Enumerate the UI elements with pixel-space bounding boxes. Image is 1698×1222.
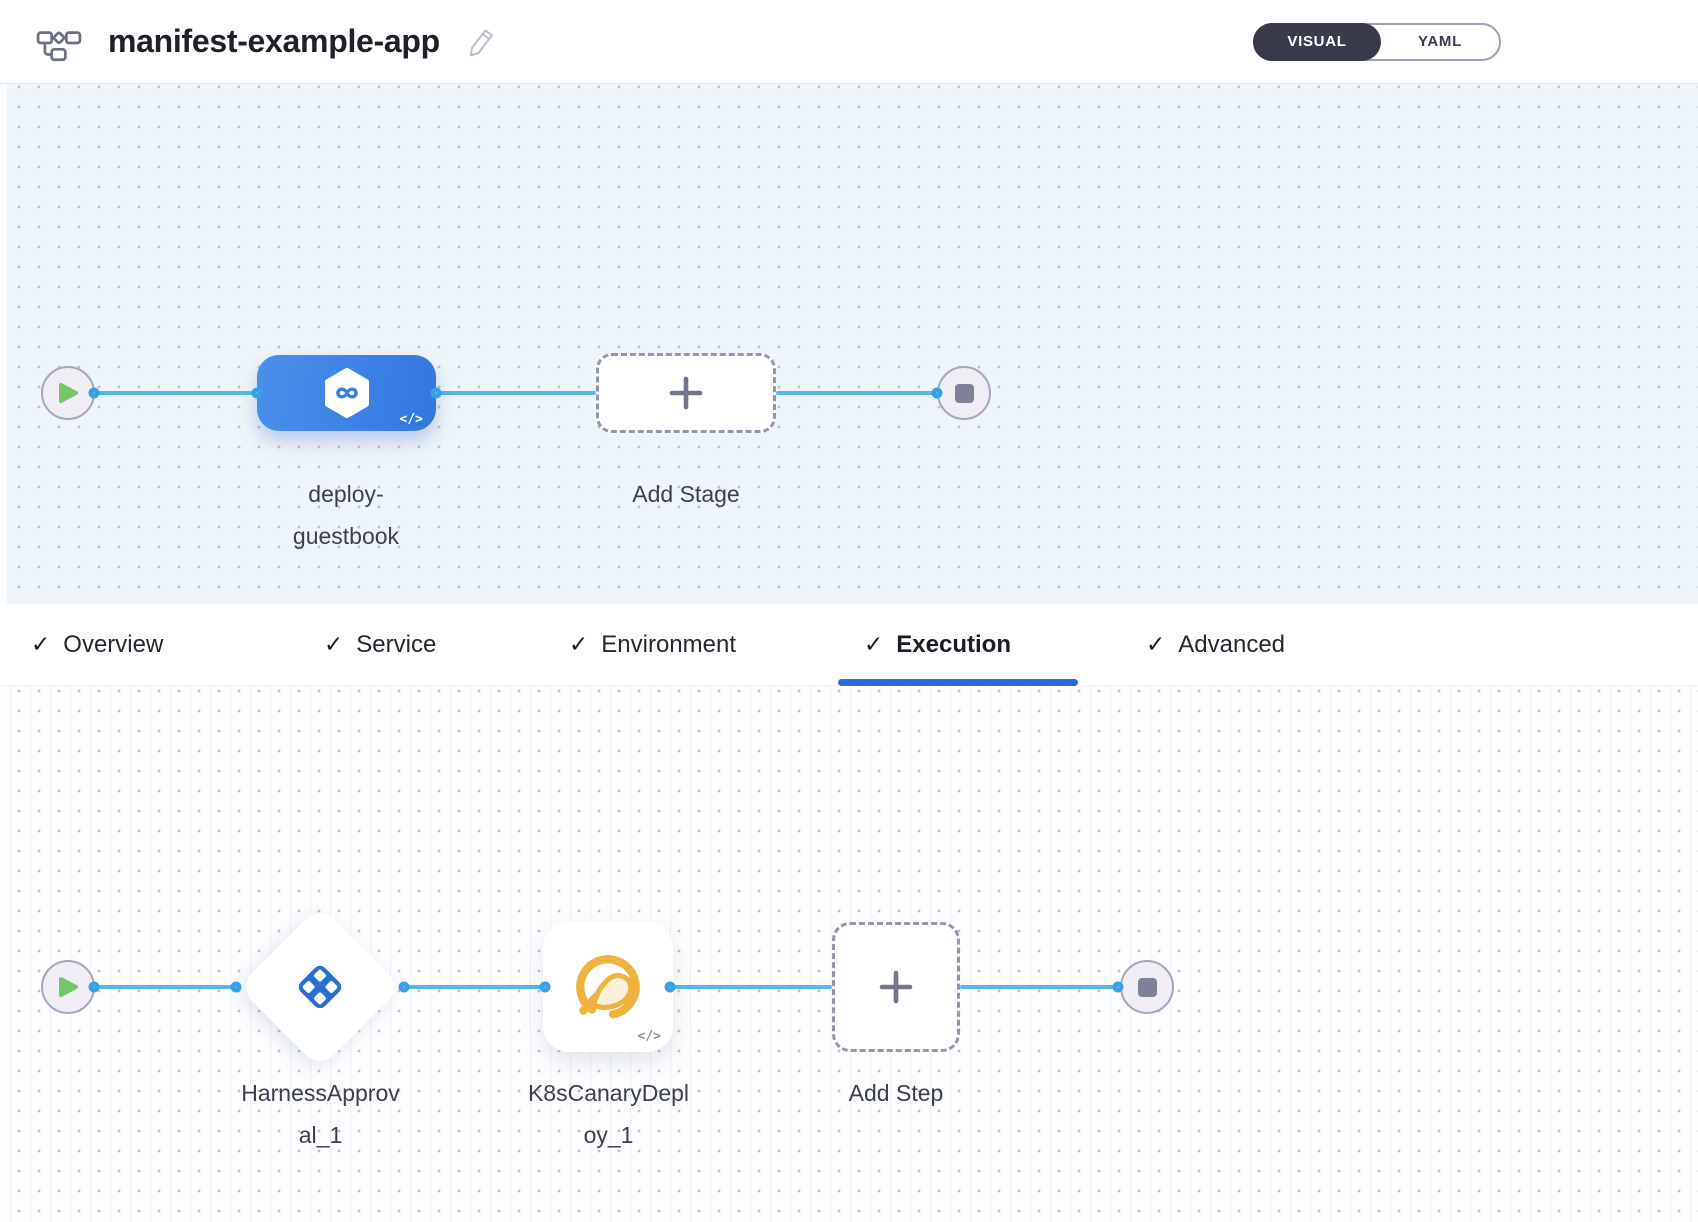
plus-icon (879, 970, 913, 1004)
add-step-button[interactable] (832, 922, 960, 1052)
execution-end-node (1120, 960, 1174, 1014)
check-icon: ✓ (569, 631, 589, 657)
pencil-icon (469, 29, 493, 56)
check-icon: ✓ (864, 631, 884, 657)
tab-service[interactable]: ✓ Service (298, 604, 462, 685)
tab-execution[interactable]: ✓ Execution (838, 604, 1078, 686)
tab-overview[interactable]: ✓ Overview (5, 604, 189, 685)
add-stage-button[interactable] (596, 353, 776, 433)
top-bar: manifest-example-app VISUAL YAML (0, 0, 1698, 84)
stage-config-tabbar: ✓ Overview ✓ Service ✓ Environment ✓ Exe… (0, 604, 1698, 686)
connector-line (960, 985, 1118, 989)
connector-line (776, 391, 937, 395)
step-name-label: HarnessApproval_1 (241, 1080, 400, 1148)
connector-point (664, 981, 676, 993)
tab-advanced[interactable]: ✓ Advanced (1120, 604, 1311, 685)
check-icon: ✓ (324, 631, 344, 657)
step-node-k8s-canary-deploy[interactable]: </> (543, 922, 673, 1052)
add-step-label: Add Step (848, 1080, 944, 1106)
connector-line (436, 391, 596, 395)
check-icon: ✓ (1146, 631, 1166, 657)
connector-point (539, 981, 551, 993)
step-node-harness-approval[interactable] (237, 904, 403, 1070)
tab-label: Advanced (1178, 630, 1286, 658)
yaml-toggle-button[interactable]: YAML (1418, 33, 1462, 50)
harness-approval-icon (298, 965, 342, 1009)
edit-pipeline-name-button[interactable] (464, 25, 498, 59)
page-title: manifest-example-app (108, 23, 440, 59)
stage-graph-canvas: </> deploy-guestbook Add Stage (0, 84, 1698, 604)
visual-toggle-button[interactable]: VISUAL (1253, 22, 1381, 61)
stop-icon (1137, 977, 1157, 997)
tab-label: Execution (896, 630, 1011, 658)
connector-point (398, 981, 410, 993)
code-icon: </> (399, 412, 423, 427)
connector-point (230, 981, 242, 993)
execution-graph-canvas: </> HarnessApproval_1 K8sCanaryDeploy_1 … (0, 686, 1698, 1222)
pipeline-end-node (937, 366, 991, 420)
tab-label: Service (356, 630, 437, 658)
connector-point (88, 387, 100, 399)
play-icon (59, 383, 78, 403)
code-icon: </> (637, 1029, 661, 1044)
stage-node-deploy-guestbook[interactable]: </> (257, 355, 436, 431)
plus-icon (669, 376, 703, 410)
canary-deploy-icon (576, 955, 640, 1019)
connector-line (95, 985, 236, 989)
connector-line (95, 391, 257, 395)
add-stage-label: Add Stage (632, 481, 740, 507)
tab-environment[interactable]: ✓ Environment (543, 604, 762, 685)
stage-name-label: deploy-guestbook (292, 481, 400, 549)
tab-label: Environment (601, 630, 737, 658)
pipeline-icon (36, 22, 82, 62)
connector-point (251, 387, 263, 399)
connector-point (88, 981, 100, 993)
view-mode-toggle: VISUAL YAML (1253, 22, 1501, 61)
connector-point (931, 387, 943, 399)
check-icon: ✓ (31, 631, 51, 657)
execution-start-node (41, 960, 95, 1014)
play-icon (59, 977, 78, 997)
connector-point (1112, 981, 1124, 993)
connector-line (670, 985, 832, 989)
tab-label: Overview (63, 630, 164, 658)
step-name-label: K8sCanaryDeploy_1 (527, 1080, 690, 1148)
connector-point (430, 387, 442, 399)
deployment-stage-icon (324, 368, 369, 418)
connector-line (404, 985, 545, 989)
pipeline-start-node (41, 366, 95, 420)
stop-icon (954, 383, 974, 403)
